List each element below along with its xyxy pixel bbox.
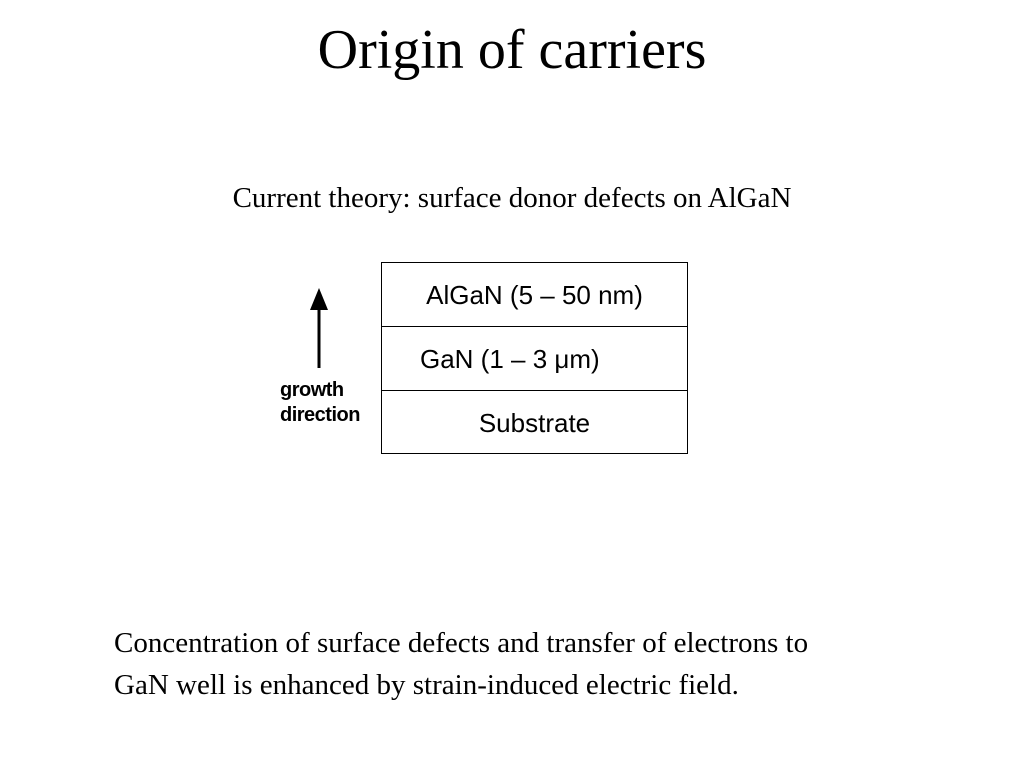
subtitle: Current theory: surface donor defects on…: [232, 182, 792, 214]
body-line-1: Concentration of surface defects and tra…: [114, 627, 809, 659]
gan-layer: GaN (1 – 3 μm): [382, 327, 687, 391]
layer-stack-diagram: AlGaN (5 – 50 nm) GaN (1 – 3 μm) Substra…: [381, 262, 688, 454]
body-line-2: GaN well is enhanced by strain-induced e…: [114, 669, 739, 701]
growth-label-line-1: growth: [280, 379, 344, 401]
slide-title: Origin of carriers: [317, 19, 707, 81]
algan-layer: AlGaN (5 – 50 nm): [382, 263, 687, 327]
growth-direction-arrow-icon: [310, 288, 328, 368]
growth-direction-label: growth direction: [280, 378, 360, 428]
body-text: Concentration of surface defects and tra…: [114, 622, 964, 706]
growth-label-line-2: direction: [280, 404, 360, 426]
substrate-layer: Substrate: [478, 408, 591, 438]
